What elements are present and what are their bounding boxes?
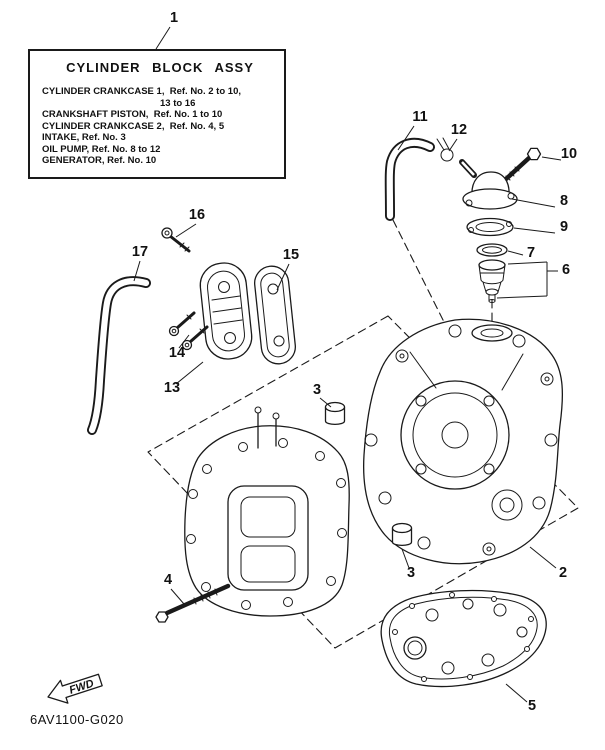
drawing-code: 6AV1100-G020 (30, 712, 124, 727)
ref-line: OIL PUMP, Ref. No. 8 to 12 (42, 143, 161, 155)
callout-1: 1 (170, 10, 178, 26)
bolt-16 (161, 227, 191, 253)
callout-8: 8 (560, 193, 568, 209)
assembly-title: CYLINDER BLOCK ASSY (66, 60, 254, 75)
crankcase-bore-inner (412, 392, 498, 478)
fwd-arrow-shape (47, 673, 103, 704)
bolt-4 (155, 583, 231, 623)
seal-ring-7 (476, 243, 508, 257)
bolt-10-head (526, 147, 542, 161)
crankcase-bore-outer (400, 380, 510, 490)
bolt-10 (503, 147, 542, 182)
crankcase (184, 406, 350, 617)
cylinder-block-outline (362, 318, 564, 565)
collar-3-lower (391, 522, 413, 547)
ref-line: 13 to 16 (160, 97, 196, 109)
callouts: 1 2 3 3 4 5 6 7 8 9 10 11 12 13 14 15 16… (132, 10, 577, 714)
callout-9: 9 (560, 219, 568, 235)
gasket-9 (466, 217, 514, 237)
crankshaft-hole (441, 421, 469, 449)
callout-13: 13 (164, 380, 180, 396)
collar-3-upper (324, 401, 346, 426)
gasket-5-outer (380, 589, 547, 688)
gasket-15 (254, 265, 296, 365)
ref-line: CRANKSHAFT PISTON, Ref. No. 1 to 10 (42, 109, 223, 120)
fwd-label: FWD (68, 678, 96, 697)
callout-3-lower: 3 (407, 565, 415, 581)
callout-16: 16 (189, 207, 205, 223)
ref-line: CYLINDER CRANKCASE 1, Ref. No. 2 to 10, (42, 86, 241, 97)
callout-17: 17 (132, 244, 148, 260)
thermostat-seat (471, 324, 513, 342)
callout-15: 15 (283, 247, 299, 263)
ref-line: CYLINDER CRANKCASE 2, Ref. No. 4, 5 (42, 120, 225, 132)
callout-12: 12 (451, 122, 467, 138)
callout-2: 2 (559, 565, 567, 581)
breather-hose-11 (384, 138, 435, 221)
crankcase-face (227, 485, 309, 591)
hose-alignment-dashed-line (392, 219, 453, 339)
cylinder-block (362, 318, 564, 565)
callout-4: 4 (164, 572, 172, 588)
leader-lines (133, 26, 562, 703)
callout-3-upper: 3 (313, 382, 321, 398)
ref-line: INTAKE, Ref. No. 3 (42, 132, 126, 143)
gasket-5 (380, 589, 547, 688)
callout-10: 10 (561, 146, 577, 162)
fwd-arrow: FWD (47, 673, 103, 704)
hose-clamp-12 (436, 137, 454, 162)
ref-line: GENERATOR, Ref. No. 10 (42, 155, 157, 166)
anode-cover-13 (199, 262, 253, 360)
title-box: CYLINDER BLOCK ASSY CYLINDER CRANKCASE 1… (28, 49, 286, 179)
water-hose-17 (87, 276, 151, 435)
thermostat-cover-8 (459, 159, 518, 210)
bolt-4-head (155, 611, 169, 623)
callout-6: 6 (562, 262, 570, 278)
bolts-14 (168, 311, 209, 351)
gasket-5-inner (388, 596, 538, 680)
callout-14: 14 (169, 345, 185, 361)
thermostat-6 (478, 259, 506, 303)
callout-5: 5 (528, 698, 536, 714)
callout-11: 11 (412, 109, 427, 125)
callout-7: 7 (527, 245, 535, 261)
